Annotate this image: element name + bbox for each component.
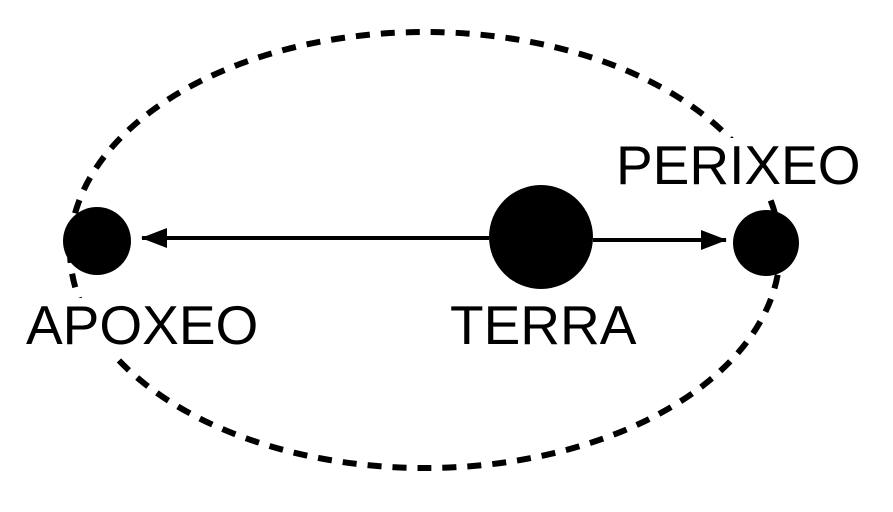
apogee-label: APOXEO	[26, 294, 258, 356]
perigee-label-mask	[612, 138, 888, 194]
earth-label: TERRA	[450, 294, 637, 356]
perigee-body	[733, 210, 799, 276]
perigee-label: PERIXEO	[616, 134, 861, 196]
earth-body	[489, 185, 593, 289]
apogee-label-mask	[20, 298, 290, 356]
earth-label-mask	[444, 298, 654, 356]
orbit-ellipse	[67, 29, 783, 471]
apogee-body	[63, 207, 131, 275]
